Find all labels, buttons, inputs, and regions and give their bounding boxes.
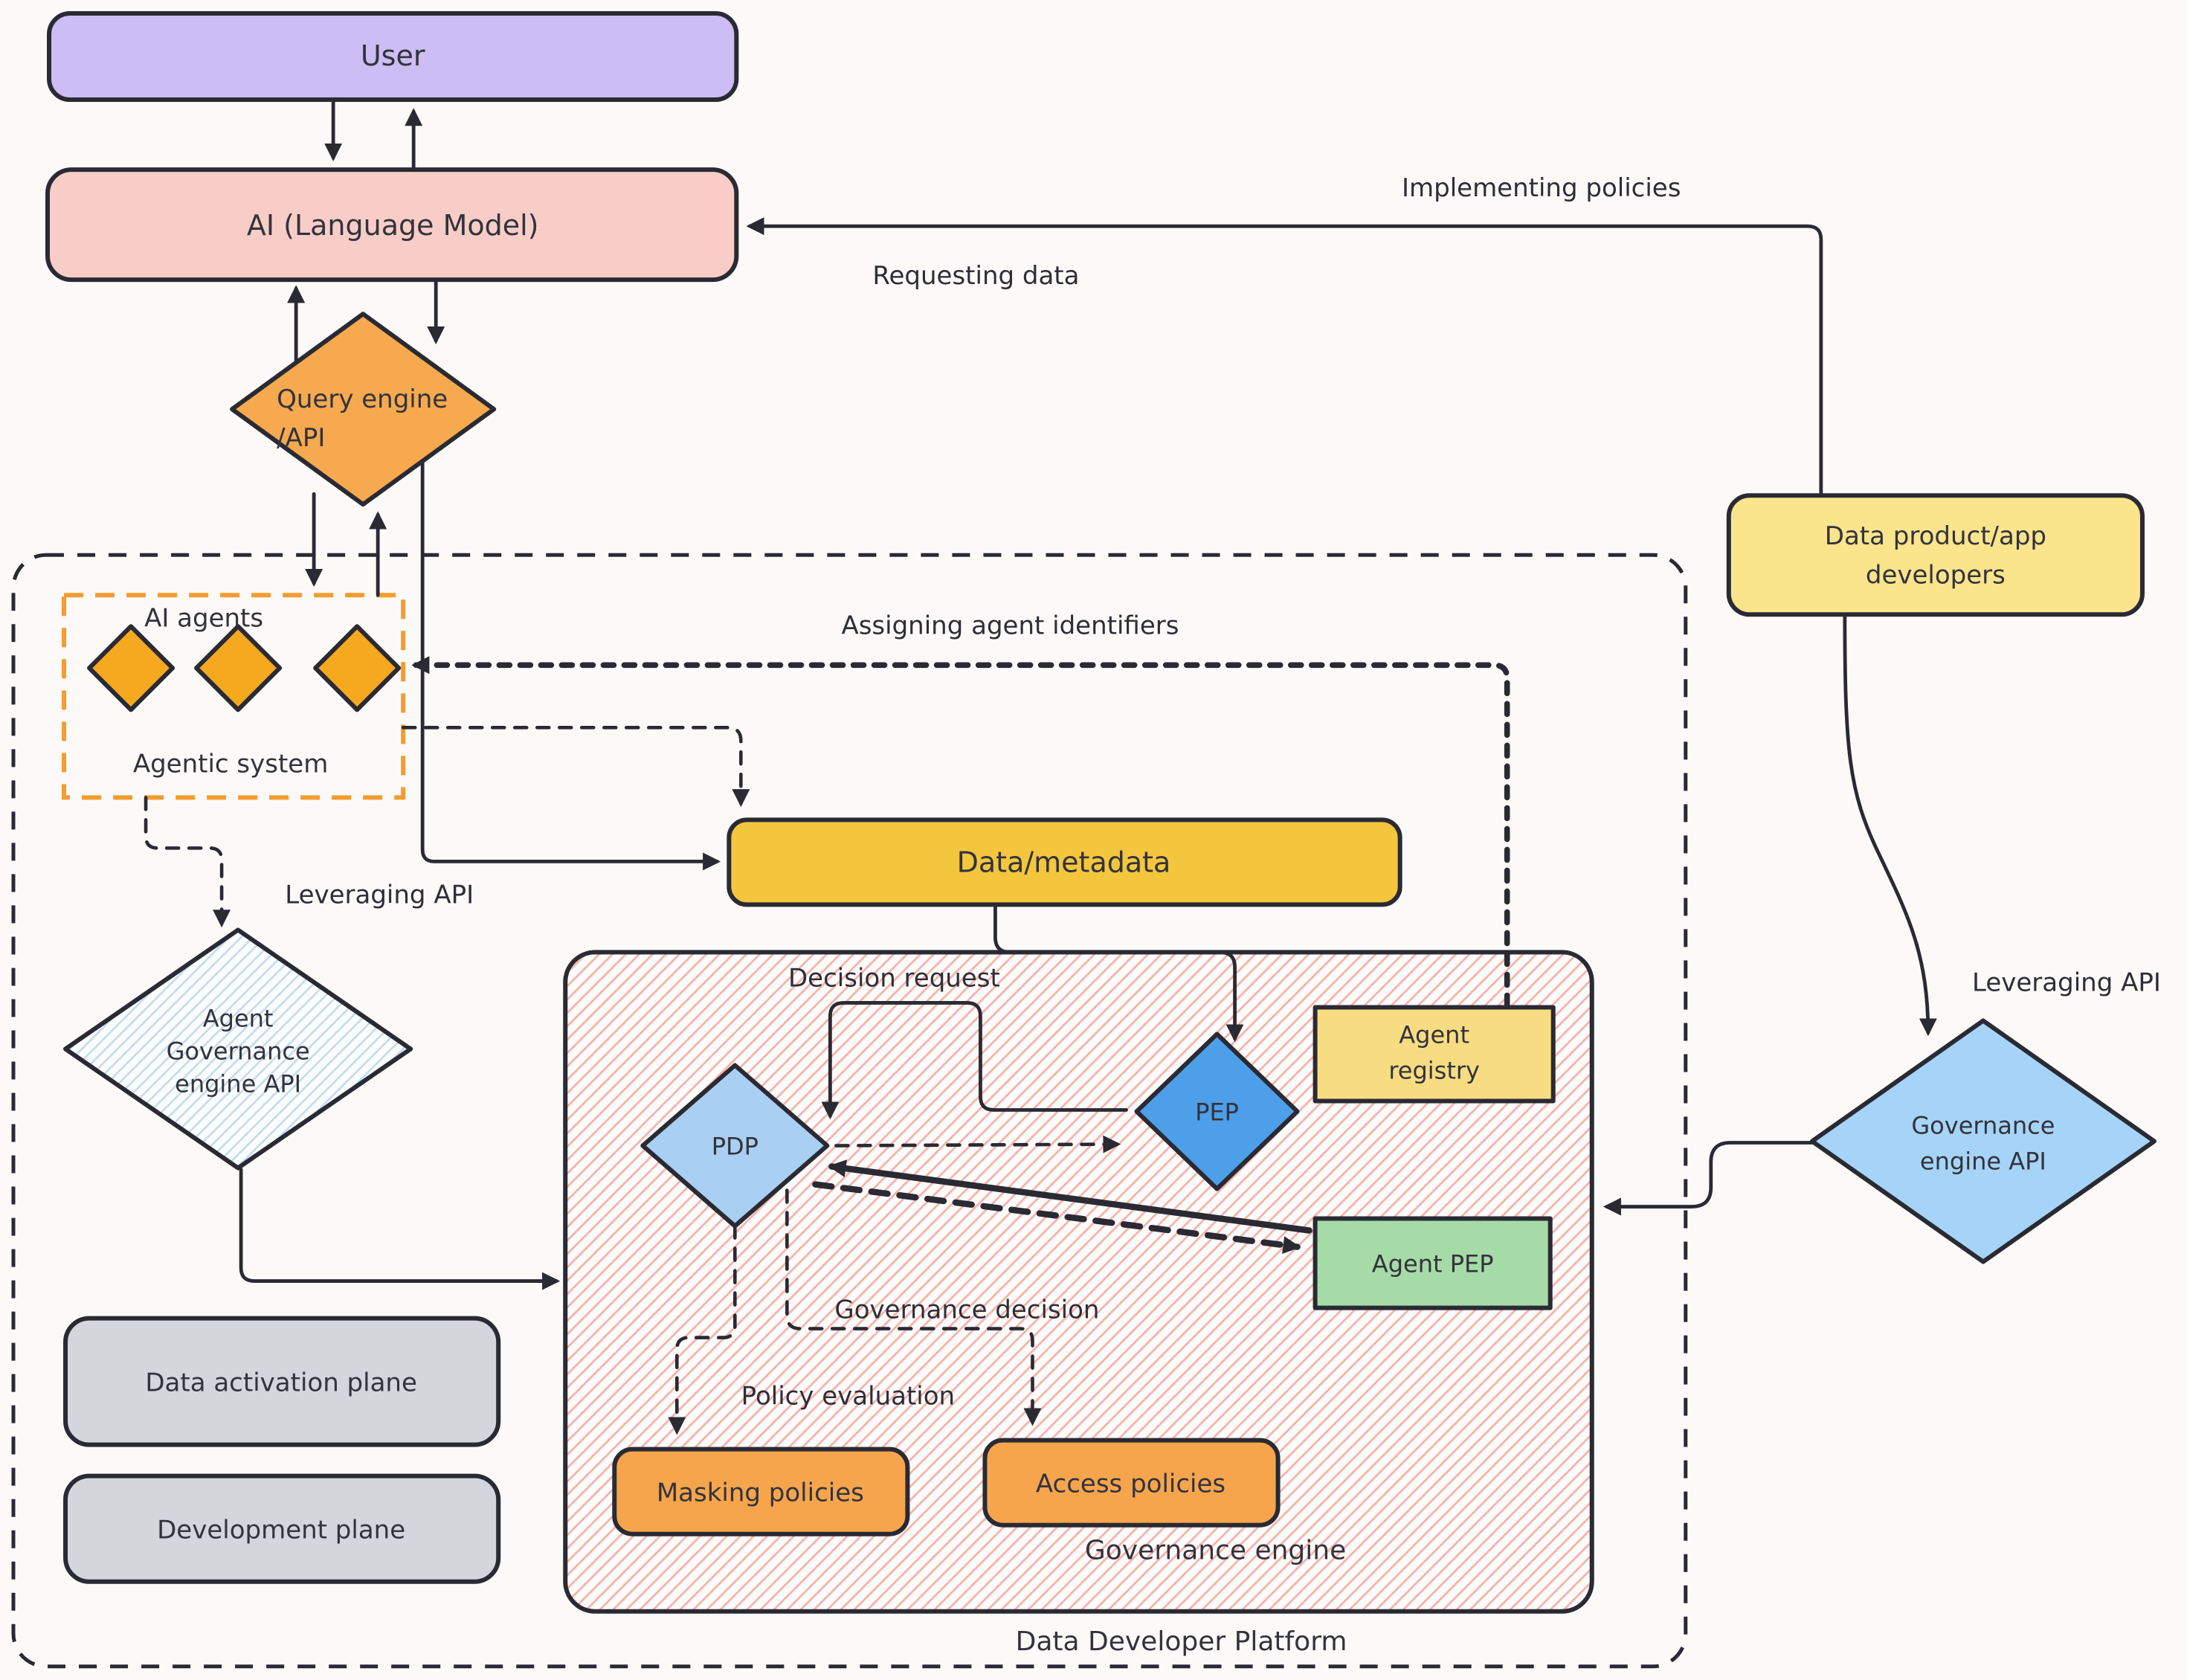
governance-engine-api-diamond	[1809, 1018, 2157, 1264]
node-pep: PEP	[1134, 1032, 1300, 1191]
node-data-product-app-developers: Data product/app developers	[1726, 493, 2145, 617]
node-ai-language-model: AI (Language Model)	[45, 167, 739, 283]
agent-pep-box	[1312, 1216, 1553, 1310]
requesting-data-label: Requesting data	[872, 261, 1079, 291]
agent-diamond-2	[194, 624, 283, 712]
decision-request-label: Decision request	[788, 963, 1000, 993]
data-developer-platform-container: Data Developer Platform	[11, 553, 1688, 1669]
access-policies-label: Access policies	[1036, 1470, 1225, 1499]
agent-registry-label-line2: registry	[1388, 1056, 1480, 1084]
agent-governance-api-label-line3: engine API	[175, 1069, 301, 1098]
edge-agent-pep-to-pdp	[828, 1159, 1312, 1234]
agentic-system-label: Agentic system	[133, 749, 329, 779]
node-masking-policies: Masking policies	[612, 1446, 910, 1536]
agent-governance-api-diamond	[63, 927, 413, 1171]
node-user: User	[47, 11, 739, 103]
edge-pep-to-pdp-decision-request	[821, 1001, 1128, 1120]
data-metadata-box	[727, 817, 1402, 907]
agentic-system-dashed-border	[62, 593, 406, 800]
development-plane-box	[63, 1473, 501, 1584]
agent-registry-label-line1: Agent	[1399, 1020, 1469, 1049]
governance-decision-label: Governance decision	[834, 1296, 1099, 1325]
query-engine-diamond	[230, 312, 497, 507]
edge-agentic-system-to-data-metadata	[401, 726, 750, 808]
governance-engine-api-label-line1: Governance	[1911, 1112, 2055, 1140]
edge-agent-registry-to-agents-assigning-identifiers	[411, 656, 1510, 1009]
ai-agents-label: AI agents	[144, 603, 263, 633]
access-policies-box	[982, 1438, 1281, 1528]
data-metadata-label: Data/metadata	[957, 846, 1171, 878]
edge-query-engine-to-data-metadata	[420, 454, 721, 871]
edge-developers-to-governance-api	[1843, 612, 1937, 1037]
user-label: User	[361, 39, 425, 72]
agent-pep-label: Agent PEP	[1372, 1250, 1494, 1278]
edge-agent-governance-api-to-governance-engine	[239, 1168, 561, 1290]
assigning-agent-identifiers-label: Assigning agent identifiers	[841, 611, 1179, 640]
node-agent-governance-engine-api: Agent Governance engine API	[63, 927, 413, 1171]
pep-diamond	[1134, 1032, 1300, 1191]
agent-diamond-3	[313, 624, 402, 712]
agent-governance-api-label-line1: Agent	[203, 1004, 274, 1032]
agentic-system-container: AI agents Agentic system	[62, 593, 406, 800]
leveraging-api-left-label: Leveraging API	[285, 880, 474, 910]
edge-governance-api-to-governance-engine	[1603, 1141, 1816, 1216]
masking-policies-box	[612, 1446, 910, 1536]
node-query-engine-api: Query engine /API	[230, 312, 497, 507]
agent-governance-api-label-line2: Governance	[167, 1037, 310, 1065]
leveraging-api-right-label: Leveraging API	[1972, 968, 2161, 997]
edge-agentic-system-to-agent-governance-api	[144, 796, 231, 928]
masking-policies-label: Masking policies	[657, 1478, 864, 1508]
ai-box	[45, 167, 739, 283]
data-product-developers-label-line1: Data product/app	[1825, 521, 2046, 551]
pdp-diamond	[640, 1063, 830, 1229]
edge-pdp-to-masking-policies	[668, 1224, 737, 1435]
node-agent-pep: Agent PEP	[1312, 1216, 1553, 1310]
edge-developers-to-ai-implementing-policies	[746, 217, 1823, 498]
node-data-metadata: Data/metadata	[727, 817, 1402, 907]
data-product-developers-box	[1726, 493, 2145, 617]
data-activation-plane-label: Data activation plane	[145, 1368, 417, 1398]
node-governance-engine-api: Governance engine API	[1809, 1018, 2157, 1264]
data-product-developers-label-line2: developers	[1866, 560, 2006, 590]
ai-label: AI (Language Model)	[247, 209, 539, 242]
agent-registry-box	[1312, 1005, 1556, 1104]
edge-pdp-to-access-policies-governance-decision	[785, 1188, 1042, 1426]
data-developer-platform-label: Data Developer Platform	[1016, 1626, 1347, 1657]
node-agent-registry: Agent registry	[1312, 1005, 1556, 1104]
edge-data-metadata-to-pep	[993, 903, 1244, 1043]
query-engine-label-line1: Query engine	[277, 384, 448, 414]
query-engine-label-line2: /API	[277, 423, 325, 453]
pep-label: PEP	[1195, 1098, 1239, 1127]
governance-engine-api-label-line2: engine API	[1920, 1148, 2046, 1176]
governance-engine-label: Governance engine	[1085, 1536, 1346, 1566]
development-plane-label: Development plane	[157, 1516, 405, 1545]
node-access-policies: Access policies	[982, 1438, 1281, 1528]
data-activation-plane-box	[63, 1316, 501, 1447]
edge-pdp-to-agent-pep	[812, 1181, 1301, 1255]
user-box	[47, 11, 739, 103]
agent-diamond-1	[87, 624, 175, 712]
node-pdp: PDP	[640, 1063, 830, 1229]
node-development-plane: Development plane	[63, 1473, 501, 1584]
policy-evaluation-label: Policy evaluation	[741, 1382, 955, 1412]
implementing-policies-label: Implementing policies	[1402, 173, 1681, 203]
pdp-label: PDP	[712, 1133, 758, 1161]
platform-dashed-border	[11, 553, 1688, 1669]
edge-pdp-to-pep	[834, 1135, 1121, 1153]
node-data-activation-plane: Data activation plane	[63, 1316, 501, 1447]
